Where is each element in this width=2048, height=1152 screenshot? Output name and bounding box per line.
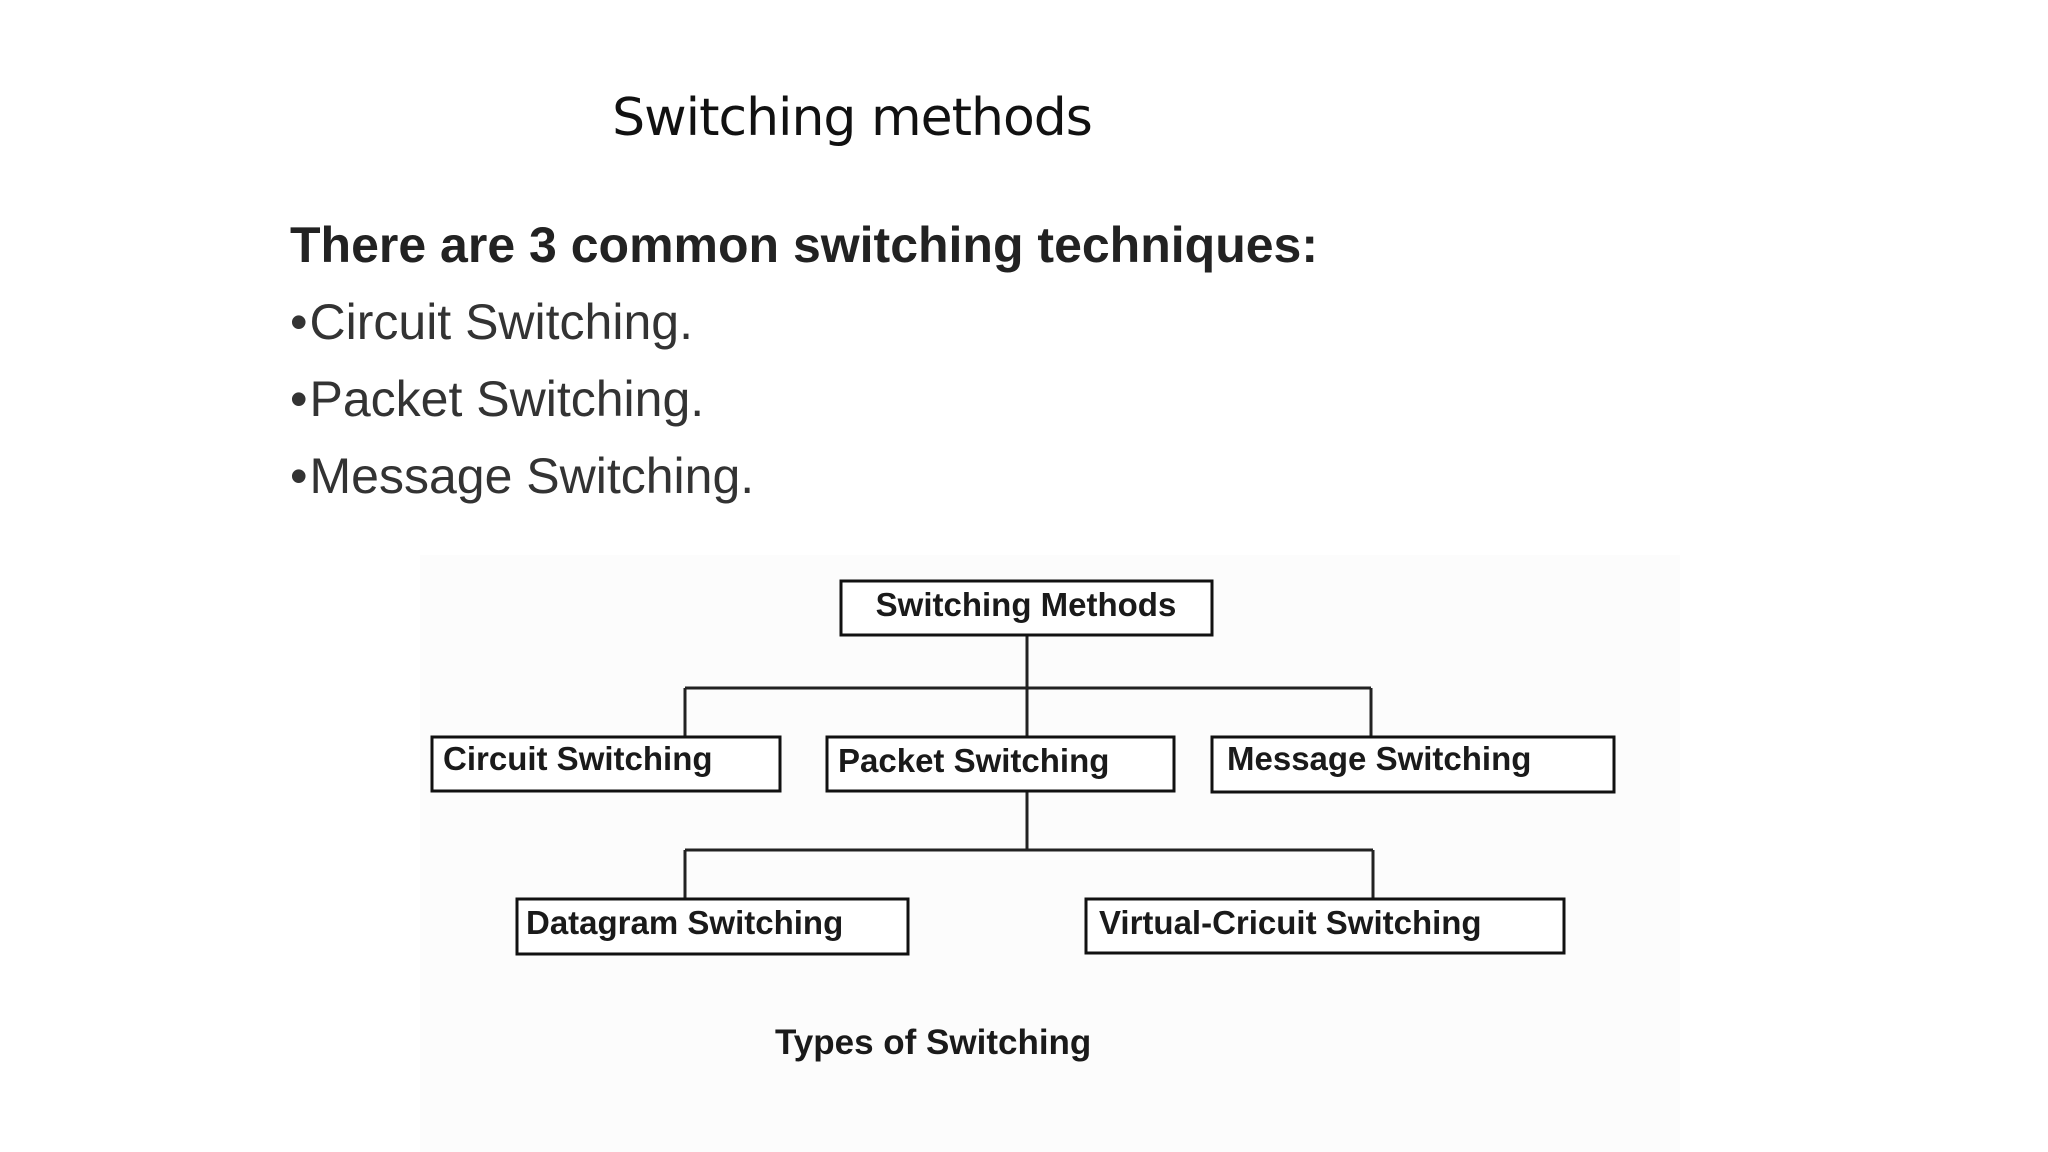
node-label: Packet Switching: [838, 742, 1109, 779]
bullet-dot: •: [290, 294, 308, 350]
node-label: Virtual-Cricuit Switching: [1099, 904, 1482, 941]
node-box: [839, 579, 1214, 637]
bullet-list: •Circuit Switching. •Packet Switching. •…: [290, 293, 754, 524]
node-box: [825, 735, 1176, 793]
node-label: Circuit Switching: [443, 740, 713, 777]
bullet-dot: •: [290, 371, 308, 427]
bullet-text: Circuit Switching.: [309, 294, 693, 350]
node-circuit-switching: Circuit Switching: [430, 735, 782, 793]
bullet-text: Packet Switching.: [309, 371, 705, 427]
node-box: [430, 735, 782, 793]
node-box: [515, 897, 910, 956]
node-message-switching: Message Switching: [1210, 735, 1616, 794]
node-label: Datagram Switching: [526, 904, 843, 941]
slide-title: Switching methods: [612, 88, 1093, 148]
bullet-item: •Packet Switching.: [290, 370, 754, 447]
node-datagram-switching: Datagram Switching: [515, 897, 910, 956]
bullet-dot: •: [290, 448, 308, 504]
node-box: [1084, 897, 1566, 955]
node-switching-methods: Switching Methods: [839, 579, 1214, 637]
intro-heading: There are 3 common switching techniques:: [290, 217, 1319, 273]
diagram-background: [420, 555, 1680, 1152]
node-virtual-circuit-switching: Virtual-Cricuit Switching: [1084, 897, 1566, 955]
bullet-text: Message Switching.: [309, 448, 755, 504]
node-label: Switching Methods: [876, 586, 1177, 623]
diagram-caption: Types of Switching: [775, 1023, 1091, 1062]
node-packet-switching: Packet Switching: [825, 735, 1176, 793]
bullet-item: •Message Switching.: [290, 447, 754, 524]
node-label: Message Switching: [1227, 740, 1531, 777]
node-box: [1210, 735, 1616, 794]
bullet-item: •Circuit Switching.: [290, 293, 754, 370]
